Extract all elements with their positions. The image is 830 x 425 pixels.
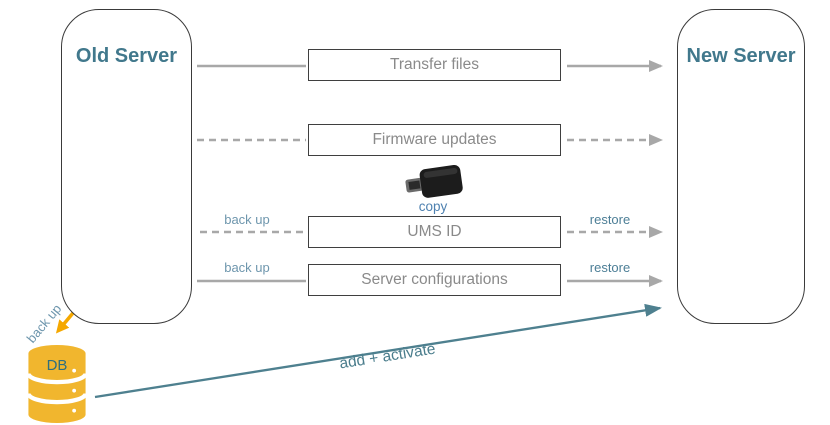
step-label: Server configurations — [361, 271, 508, 288]
step-label: UMS ID — [407, 223, 462, 240]
step-box-server-configurations: Server configurations — [308, 264, 561, 296]
step-box-firmware-updates: Firmware updates — [308, 124, 561, 156]
step-box-transfer-files: Transfer files — [308, 49, 561, 81]
new-server-panel: New Server — [677, 9, 805, 324]
database-label: DB — [46, 357, 68, 374]
back-up-label-ums-id: back up — [224, 212, 270, 227]
copy-label: copy — [418, 199, 448, 214]
usb-stick-icon — [405, 164, 463, 198]
step-label: Transfer files — [389, 56, 479, 73]
restore-label-server-config: restore — [589, 260, 631, 275]
step-label: Firmware updates — [372, 131, 497, 148]
restore-label-ums-id: restore — [589, 212, 631, 227]
back-up-label-server-config: back up — [224, 260, 270, 275]
add-activate-arrow — [94, 303, 662, 399]
step-box-ums-id: UMS ID — [308, 216, 561, 248]
old-server-title: Old Server — [75, 45, 178, 67]
new-server-title: New Server — [686, 45, 796, 67]
old-server-panel: Old Server — [61, 9, 192, 324]
